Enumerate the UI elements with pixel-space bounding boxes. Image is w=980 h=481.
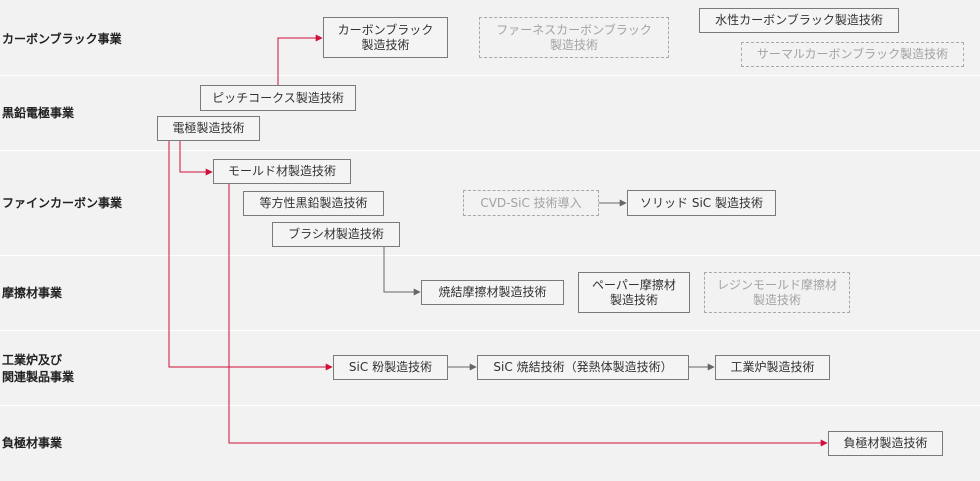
link-electrode-to-molded [179, 141, 213, 176]
tech-electrode: 電極製造技術 [157, 116, 260, 141]
row-label-fine-carbon: ファインカーボン事業 [2, 196, 123, 210]
row-label-friction: 摩擦材事業 [2, 286, 63, 300]
tech-solid-sic: ソリッド SiC 製造技術 [627, 190, 776, 216]
row-label-carbon-black: カーボンブラック事業 [2, 32, 122, 46]
tech-cvd-sic: CVD-SiC 技術導入 [463, 190, 599, 216]
tech-furnace-carbon-black: ファーネスカーボンブラック 製造技術 [479, 17, 669, 58]
tech-sic-sintering: SiC 焼結技術（発熱体製造技術） [477, 355, 689, 380]
tech-sic-powder: SiC 粉製造技術 [333, 355, 448, 380]
tech-carbon-black-mfg: カーボンブラック 製造技術 [323, 17, 448, 58]
row-label-graphite-electrode: 黒鉛電極事業 [2, 106, 75, 120]
tech-aqueous-carbon-black: 水性カーボンブラック製造技術 [699, 8, 899, 33]
row-divider [0, 255, 980, 256]
tech-thermal-carbon-black: サーマルカーボンブラック製造技術 [741, 42, 964, 67]
link-pitch-to-carbon-black [277, 34, 323, 85]
row-divider [0, 150, 980, 151]
row-divider [0, 330, 980, 331]
row-divider [0, 75, 980, 76]
tech-brush-material: ブラシ材製造技術 [272, 222, 400, 247]
tech-resin-mold-friction: レジンモールド摩擦材 製造技術 [704, 272, 850, 313]
tech-sintered-friction: 焼結摩擦材製造技術 [421, 280, 564, 305]
link-molded-to-anode [228, 184, 828, 447]
link-brush-to-sintered [383, 247, 421, 296]
tech-anode-material: 負極材製造技術 [828, 431, 943, 456]
tech-isotropic-graphite: 等方性黒鉛製造技術 [243, 191, 384, 216]
row-label-furnace: 工業炉及び 関連製品事業 [2, 353, 75, 384]
tech-industrial-furnace: 工業炉製造技術 [715, 355, 830, 380]
tech-molded-material: モールド材製造技術 [213, 159, 351, 184]
link-electrode-to-sic-powder [168, 141, 333, 371]
tech-pitch-coke: ピッチコークス製造技術 [200, 85, 356, 111]
row-divider [0, 405, 980, 406]
row-label-anode: 負極材事業 [2, 436, 63, 450]
tech-paper-friction: ペーパー摩擦材 製造技術 [578, 272, 690, 313]
